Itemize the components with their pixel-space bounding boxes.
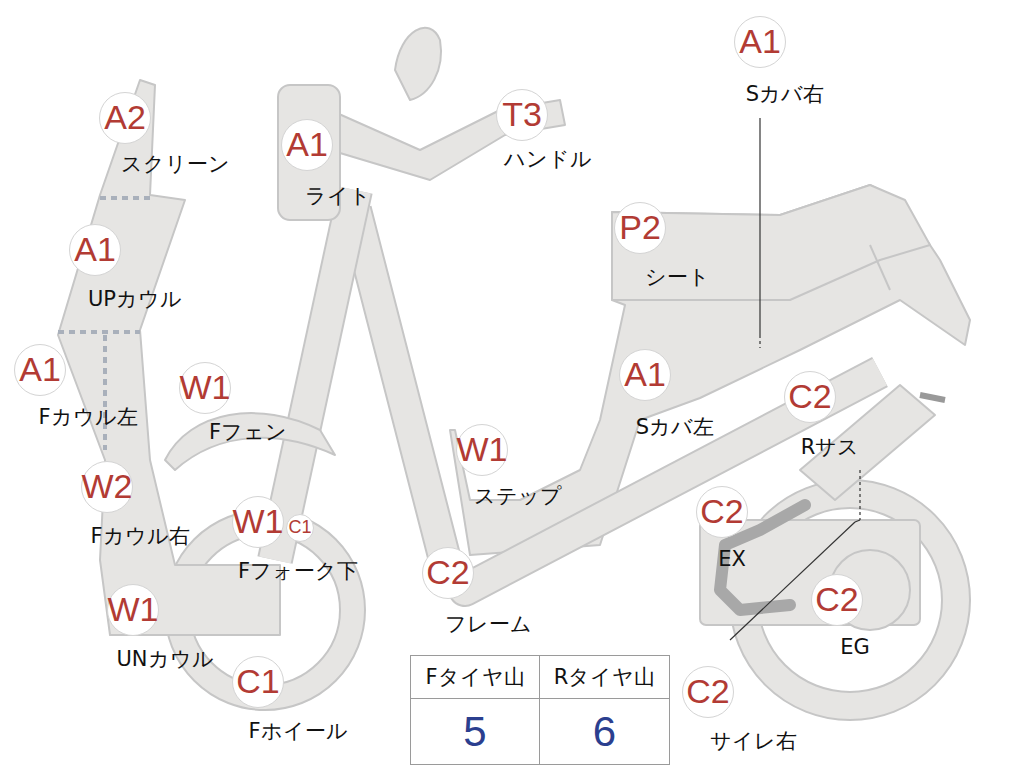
part-name: UPカウル <box>88 288 182 311</box>
table-cell: 6 <box>540 699 670 765</box>
callout-code: C1 <box>236 662 279 701</box>
part-name: Rサス <box>801 436 860 459</box>
callout-circle: W1 <box>456 424 508 476</box>
callout-circle: A2 <box>99 92 151 144</box>
callout-circle: C2 <box>422 547 474 599</box>
part-name: サイレ右 <box>710 730 797 753</box>
callout-circle: T3 <box>496 89 548 141</box>
callout-circle: C2 <box>696 486 748 538</box>
table-cell: Rタイヤ山 <box>540 655 670 699</box>
callout-circle: A1 <box>619 349 671 401</box>
tread-value: 6 <box>593 708 616 756</box>
callout-code: T3 <box>502 95 542 134</box>
callout-circle: A1 <box>281 119 333 171</box>
callout-circle: W1 <box>107 584 159 636</box>
callout: A2 スクリーン <box>99 92 230 177</box>
callout: A1UPカウル <box>69 224 182 312</box>
part-name: Fカウル右 <box>90 525 189 548</box>
callout: W1UNカウル <box>107 584 214 672</box>
callout-circle: P2 <box>614 202 666 254</box>
callout: C2EG <box>811 574 870 660</box>
callout: A1Fカウル左 <box>14 344 138 430</box>
callout: W1 ステップ <box>456 424 562 509</box>
callout-code: W2 <box>82 467 133 506</box>
part-name: Fフェン <box>209 421 287 444</box>
part-name: ステップ <box>474 485 562 508</box>
part-name: EG <box>840 636 870 659</box>
callout-circle: A1 <box>734 16 786 68</box>
callout-code: A2 <box>104 98 146 137</box>
callout-code: P2 <box>619 208 661 247</box>
table-header: Fタイヤ山 <box>425 663 524 691</box>
callout: C2EX <box>696 486 748 572</box>
table-cell: 5 <box>410 699 540 765</box>
part-name: Fカウル左 <box>38 406 137 429</box>
callout-code: A1 <box>19 350 61 389</box>
part-name: シート <box>645 266 710 289</box>
part-name: Fホイール <box>248 720 347 743</box>
callout-circle: W1 <box>232 496 284 548</box>
callout-circle: C1 <box>286 514 314 542</box>
callout-code: C1 <box>288 517 311 538</box>
table-cell: Fタイヤ山 <box>410 655 540 699</box>
callout: C2Rサス <box>784 371 859 460</box>
callout-code: A1 <box>624 355 666 394</box>
callout: P2 シート <box>614 202 710 290</box>
callout-circle: W1 <box>179 362 231 414</box>
callout-circle: W2 <box>81 461 133 513</box>
tread-value: 5 <box>463 708 486 756</box>
part-name: UNカウル <box>116 648 213 671</box>
part-name: スクリーン <box>121 153 230 176</box>
callout-code: C2 <box>815 580 858 619</box>
callout: C2 サイレ右 <box>682 666 797 754</box>
callout-circle: A1 <box>69 224 121 276</box>
callout: C1Fホイール <box>232 656 348 744</box>
callout-code: C2 <box>426 553 469 592</box>
part-name: Sカバ右 <box>746 83 824 106</box>
callout-circle: C1 <box>232 656 284 708</box>
callout-code: A1 <box>286 125 328 164</box>
callout-code: W1 <box>457 430 508 469</box>
callout: A1 ライト <box>281 119 371 209</box>
callout-code: W1 <box>233 502 284 541</box>
part-name: EX <box>718 548 746 571</box>
callout: A1Sカバ右 <box>734 16 824 107</box>
callout-code: C2 <box>788 377 831 416</box>
part-name: Sカバ左 <box>636 416 714 439</box>
part-name: Fフォーク下 <box>238 560 358 583</box>
callout-code: A1 <box>74 230 116 269</box>
part-name: ライト <box>305 185 371 208</box>
part-name: ハンドル <box>504 148 592 171</box>
callout: T3 ハンドル <box>496 89 592 172</box>
callout-code: C2 <box>686 672 729 711</box>
callout-code: W1 <box>108 590 159 629</box>
callout-circle: A1 <box>14 344 66 396</box>
callout-code: A1 <box>739 22 781 61</box>
callout-circle: C2 <box>784 371 836 423</box>
callout-circle: C2 <box>682 666 734 718</box>
callout: W1Fフェン <box>179 362 287 445</box>
callout: A1Sカバ左 <box>619 349 714 440</box>
callout-circle: C2 <box>811 574 863 626</box>
callout-code: W1 <box>180 368 231 407</box>
callout-code: C2 <box>700 492 743 531</box>
table-header: Rタイヤ山 <box>554 663 656 691</box>
callout: C2 フレーム <box>422 547 532 637</box>
callout: W2Fカウル右 <box>81 461 190 549</box>
part-name: フレーム <box>445 613 532 636</box>
callout: C1 <box>286 514 314 542</box>
